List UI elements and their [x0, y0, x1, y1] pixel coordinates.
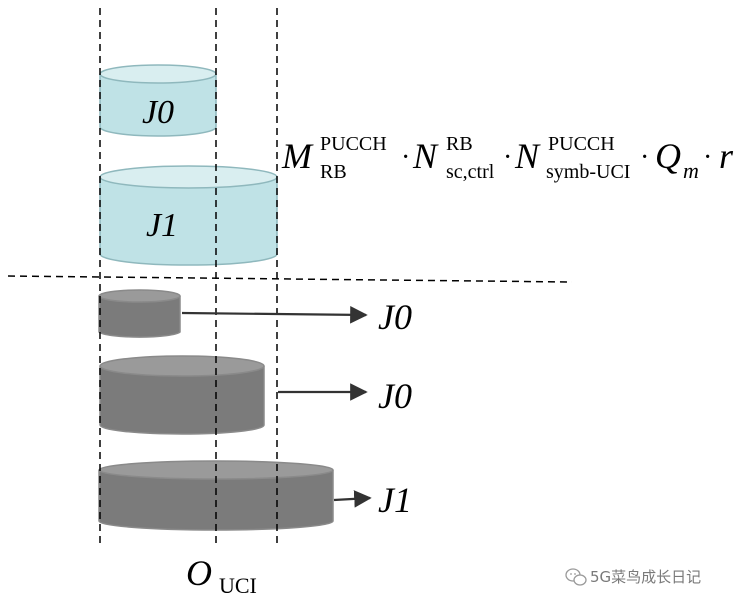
cylinder-label: J1: [146, 207, 178, 244]
formula-dot: ·: [401, 142, 410, 173]
arrow-label-2: J0: [378, 376, 412, 416]
dark-cylinder-small: [98, 289, 181, 338]
formula-n2-sup: PUCCH: [548, 133, 615, 155]
horizontal-separator: [7, 275, 573, 283]
watermark-text: 5G菜鸟成长日记: [590, 568, 701, 586]
formula-m-sup: PUCCH: [320, 133, 387, 155]
arrow-label-1: J0: [378, 297, 412, 337]
formula-n1-sup: RB: [446, 133, 473, 155]
dark-cylinder-large: [98, 460, 334, 531]
formula-n1-sub: sc,ctrl: [446, 161, 495, 183]
wechat-icon: [565, 568, 587, 586]
formula-n2-sub: symb-UCI: [546, 161, 630, 183]
axis-label-main: O: [186, 553, 212, 593]
light-cylinder-j1: J1: [99, 165, 278, 266]
watermark: 5G菜鸟成长日记: [565, 568, 701, 586]
formula-m: M: [281, 136, 314, 176]
light-cylinder-j0: J0: [99, 64, 217, 137]
formula-n2: N: [514, 136, 541, 176]
formula-n1: N: [412, 136, 439, 176]
formula-q-sub: m: [683, 158, 699, 183]
arrow-3: [333, 490, 372, 508]
formula-m-sub: RB: [320, 161, 347, 183]
formula-r: r: [719, 136, 734, 176]
cylinder-label: J0: [142, 94, 174, 131]
formula-dot: ·: [703, 142, 712, 173]
formula-dot: ·: [503, 142, 512, 173]
axis-label-sub: UCI: [219, 573, 257, 598]
formula-q: Q: [655, 136, 681, 176]
formula: M PUCCH RB · N RB sc,ctrl · N PUCCH symb…: [281, 133, 734, 183]
formula-dot: ·: [640, 142, 649, 173]
dark-cylinder-medium: [99, 355, 265, 435]
arrow-label-3: J1: [378, 480, 412, 520]
arrow-1: [181, 306, 368, 324]
